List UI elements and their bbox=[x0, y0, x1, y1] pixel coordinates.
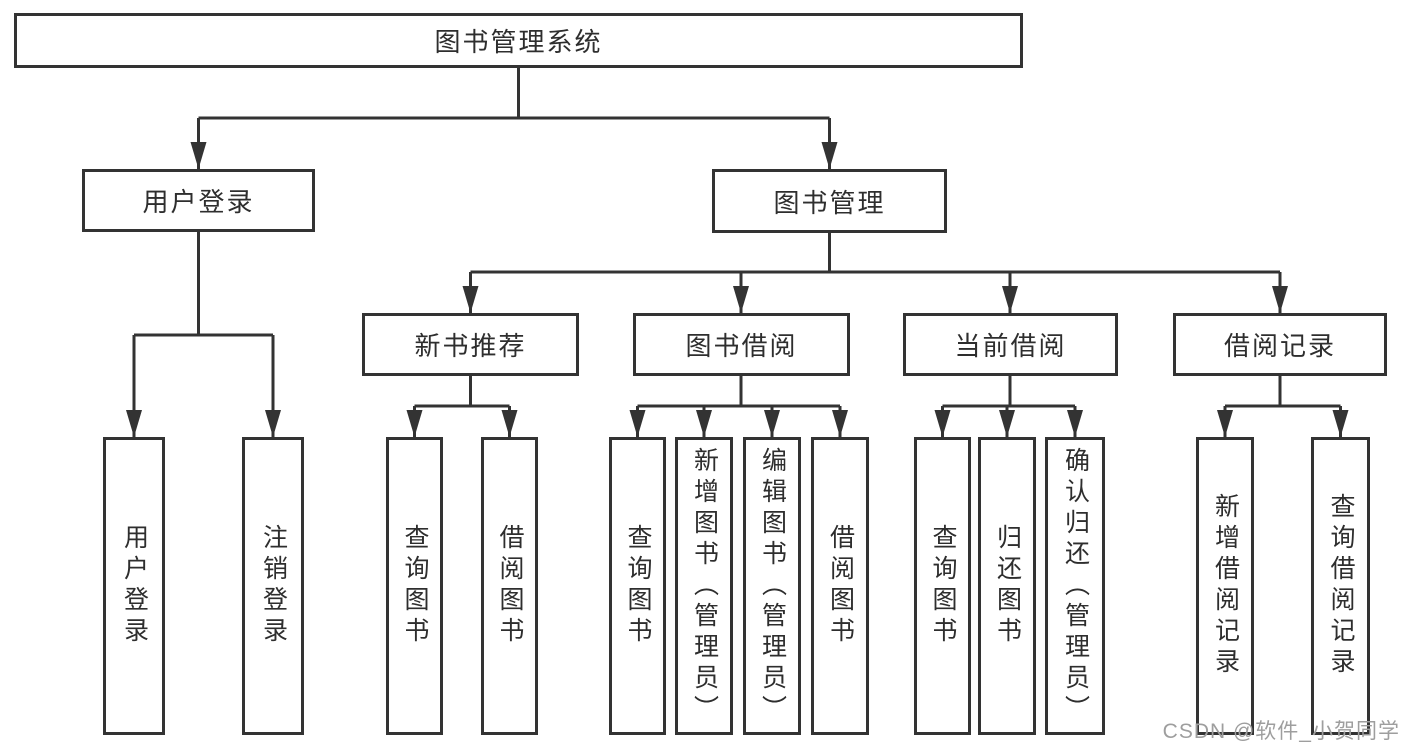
node-leaf-borrow-books-recommend-label: 借阅图书 bbox=[496, 524, 524, 648]
node-new-book-recommend-label: 新书推荐 bbox=[414, 331, 527, 361]
connector-book-borrow-children bbox=[629, 376, 848, 437]
node-leaf-edit-books-admin: 编辑图书（管理员） bbox=[743, 437, 801, 735]
node-leaf-query-books-recommend-label: 查询图书 bbox=[401, 524, 429, 648]
node-current-borrow-label: 当前借阅 bbox=[954, 331, 1067, 361]
node-leaf-user-login-label: 用户登录 bbox=[120, 524, 149, 648]
node-user-login-label: 用户登录 bbox=[142, 187, 255, 217]
node-leaf-query-books-recommend: 查询图书 bbox=[386, 437, 443, 735]
node-leaf-query-borrow-record-label: 查询借阅记录 bbox=[1327, 493, 1355, 679]
node-book-borrow-label: 图书借阅 bbox=[685, 331, 798, 361]
node-leaf-confirm-return-admin-label: 确认归还（管理员） bbox=[1061, 446, 1090, 726]
node-leaf-query-borrow-record: 查询借阅记录 bbox=[1311, 437, 1370, 735]
node-leaf-add-books-admin: 新增图书（管理员） bbox=[675, 437, 733, 735]
connector-current-borrow-children bbox=[934, 376, 1083, 437]
connector-user-login-children bbox=[126, 232, 281, 437]
node-leaf-borrow-books: 借阅图书 bbox=[811, 437, 869, 735]
node-root-system: 图书管理系统 bbox=[14, 13, 1023, 68]
connector-new-book-children bbox=[406, 376, 518, 437]
node-root-system-label: 图书管理系统 bbox=[434, 27, 603, 57]
node-book-management-label: 图书管理 bbox=[773, 187, 886, 218]
csdn-watermark: CSDN @软件_小贺同学 bbox=[1162, 720, 1400, 743]
node-new-book-recommend: 新书推荐 bbox=[362, 313, 579, 376]
node-book-borrow: 图书借阅 bbox=[633, 313, 850, 376]
node-leaf-query-books-current-label: 查询图书 bbox=[929, 524, 957, 648]
connector-root-to-level2 bbox=[190, 68, 838, 169]
node-leaf-borrow-books-recommend: 借阅图书 bbox=[481, 437, 538, 735]
node-borrow-records: 借阅记录 bbox=[1173, 313, 1387, 376]
node-leaf-query-books-current: 查询图书 bbox=[914, 437, 971, 735]
node-leaf-logout: 注销登录 bbox=[242, 437, 304, 735]
node-leaf-add-books-admin-label: 新增图书（管理员） bbox=[690, 446, 719, 726]
node-leaf-add-borrow-record-label: 新增借阅记录 bbox=[1211, 493, 1240, 679]
node-current-borrow: 当前借阅 bbox=[903, 313, 1118, 376]
node-leaf-logout-label: 注销登录 bbox=[259, 524, 288, 648]
node-leaf-return-books-label: 归还图书 bbox=[993, 524, 1022, 648]
connector-book-management-children bbox=[462, 233, 1288, 313]
node-leaf-add-borrow-record: 新增借阅记录 bbox=[1196, 437, 1254, 735]
node-user-login: 用户登录 bbox=[82, 169, 315, 232]
node-leaf-user-login: 用户登录 bbox=[103, 437, 165, 735]
node-book-management: 图书管理 bbox=[712, 169, 947, 233]
node-leaf-return-books: 归还图书 bbox=[978, 437, 1036, 735]
node-leaf-confirm-return-admin: 确认归还（管理员） bbox=[1045, 437, 1105, 735]
node-borrow-records-label: 借阅记录 bbox=[1223, 331, 1336, 361]
node-leaf-borrow-books-label: 借阅图书 bbox=[826, 524, 855, 648]
connector-borrow-records-children bbox=[1217, 376, 1349, 437]
node-leaf-query-books-borrow: 查询图书 bbox=[609, 437, 666, 735]
node-leaf-query-books-borrow-label: 查询图书 bbox=[624, 524, 652, 648]
node-leaf-edit-books-admin-label: 编辑图书（管理员） bbox=[758, 446, 787, 726]
